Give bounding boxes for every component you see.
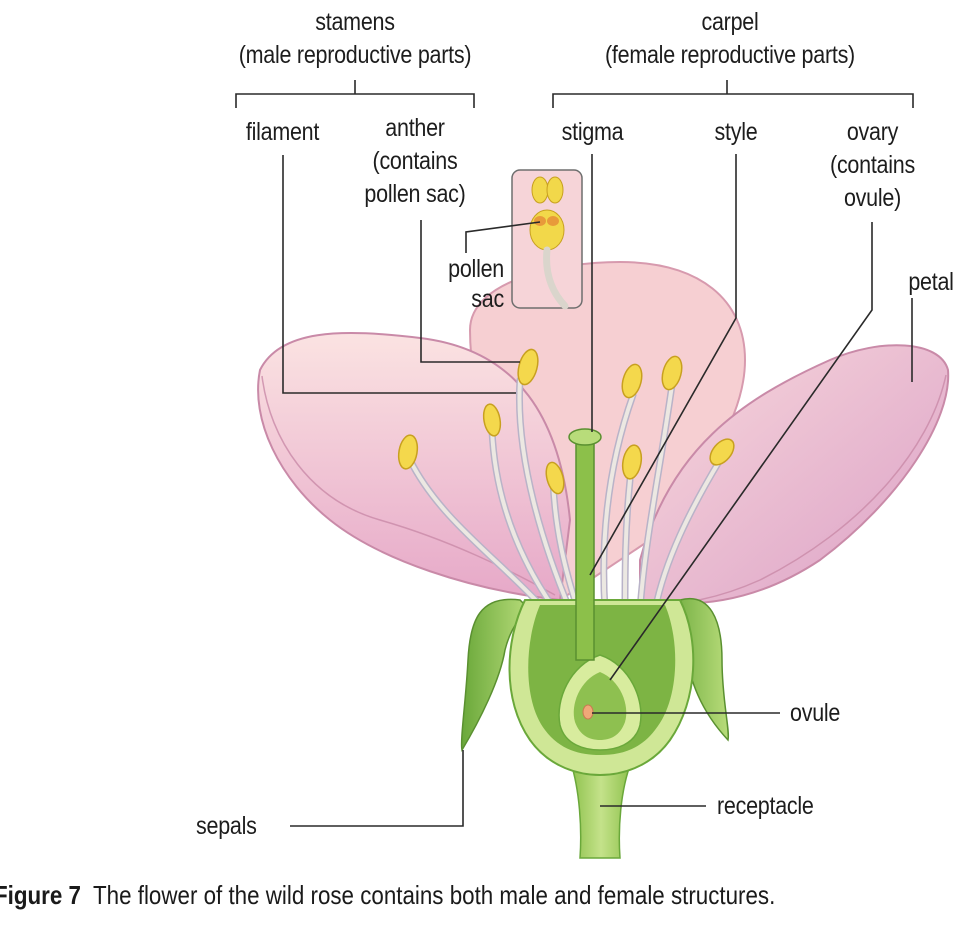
anther-8 — [709, 438, 735, 466]
pollen-sac-leader — [465, 221, 541, 253]
ovary-chamber — [573, 672, 627, 740]
ovary-label: ovary (contains ovule) — [830, 118, 915, 212]
pollen-sac-inset — [511, 169, 583, 310]
anther-3 — [517, 348, 539, 386]
ovule — [582, 704, 594, 720]
anther-1 — [397, 434, 419, 470]
anther-4 — [545, 461, 565, 495]
anther-leader — [420, 220, 520, 363]
stamens-subtitle: (male reproductive parts) — [238, 41, 472, 69]
ovary-leader — [609, 222, 873, 681]
anther-6 — [661, 355, 683, 391]
sepals-leader — [290, 750, 464, 827]
carpel-bracket — [552, 80, 914, 108]
stamens — [397, 348, 735, 614]
figure-number: Figure 7 — [0, 880, 81, 910]
leader-lines — [235, 80, 914, 827]
figure-caption: Figure 7 The flower of the wild rose con… — [0, 880, 775, 911]
stigma-label: stigma — [561, 118, 624, 146]
pollen-sac-label: pollen sac — [448, 255, 504, 313]
stamens-title: stamens — [315, 8, 395, 36]
petal-right — [639, 344, 950, 605]
stamens-group-label: stamens (male reproductive parts) — [217, 6, 492, 72]
stamens-bracket — [235, 80, 475, 108]
anther-7 — [621, 444, 643, 480]
petal-label: petal — [908, 268, 954, 296]
style-label: style — [714, 118, 758, 146]
anther-5 — [621, 363, 643, 399]
carpel-title: carpel — [701, 8, 759, 36]
carpel-group-label: carpel (female reproductive parts) — [588, 6, 872, 72]
anther-2 — [482, 403, 502, 437]
style-leader — [589, 154, 737, 576]
sepal-left — [460, 598, 532, 753]
anther-label: anther (contains pollen sac) — [364, 114, 466, 208]
carpel-subtitle: (female reproductive parts) — [605, 41, 855, 69]
ovule-label: ovule — [790, 699, 841, 727]
receptacle-and-ovary — [508, 428, 695, 859]
stigma — [568, 428, 602, 446]
receptacle — [568, 759, 634, 859]
receptacle-label: receptacle — [717, 792, 814, 820]
filament-leader — [282, 155, 516, 394]
filament-label: filament — [245, 118, 320, 146]
style — [575, 439, 595, 661]
sepals-label: sepals — [196, 812, 257, 840]
figure-caption-text: The flower of the wild rose contains bot… — [93, 880, 776, 910]
